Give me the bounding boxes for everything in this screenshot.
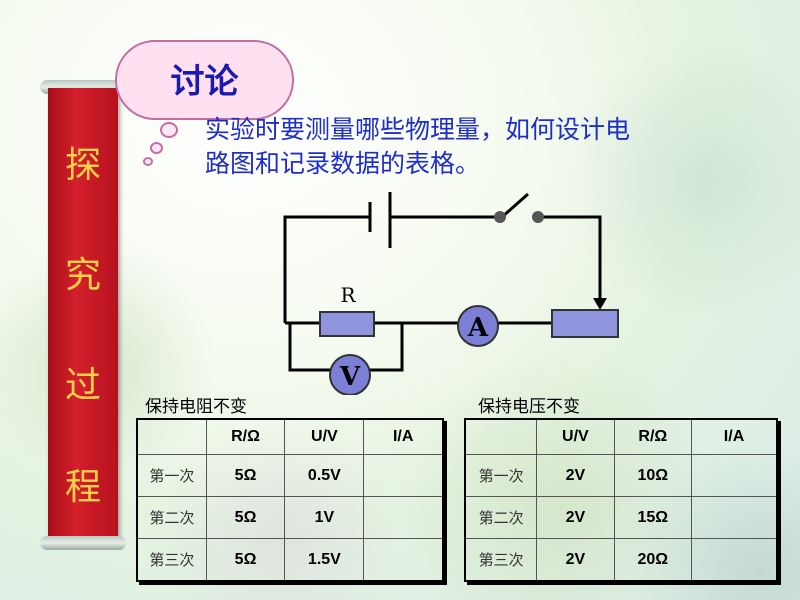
- table1-header-cell: R/Ω: [205, 418, 286, 455]
- wire-voltmeter-right: [370, 323, 404, 372]
- table-cell: 2V: [536, 454, 615, 497]
- row-label: 第一次: [136, 454, 207, 497]
- rheostat: [551, 309, 619, 338]
- voltmeter: [329, 354, 371, 395]
- table-row: 第二次 2V 15Ω: [464, 496, 778, 539]
- table2-header-cell: [464, 418, 538, 455]
- wire-right: [540, 215, 602, 290]
- scroll-banner: 探 究 过 程: [40, 80, 126, 550]
- table1-header-row: R/Ω U/V I/A: [136, 418, 444, 455]
- banner-char-2: 究: [64, 255, 101, 296]
- table-row: 第一次 2V 10Ω: [464, 454, 778, 497]
- discussion-question: 实验时要测量哪些物理量，如何设计电 路图和记录数据的表格。: [205, 113, 745, 181]
- table-row: 第二次 5Ω 1V: [136, 496, 444, 539]
- scroll-roll-bottom: [40, 536, 126, 550]
- question-line-2: 路图和记录数据的表格。: [205, 149, 481, 178]
- table-cell: [363, 538, 444, 582]
- discussion-cloud: 讨论: [115, 40, 294, 120]
- row-label: 第一次: [464, 454, 538, 497]
- table-cell: 1V: [284, 496, 365, 539]
- resistor-label: R: [340, 283, 356, 307]
- row-label: 第二次: [136, 496, 207, 539]
- table-row: 第三次 2V 20Ω: [464, 538, 778, 582]
- table-row: 第一次 5Ω 0.5V: [136, 454, 444, 497]
- table2-header-cell: I/A: [691, 418, 778, 455]
- circuit-diagram: R A V: [283, 192, 619, 395]
- table-cell: 2V: [536, 538, 615, 582]
- question-line-1: 实验时要测量哪些物理量，如何设计电: [205, 115, 631, 144]
- banner-char-1: 探: [64, 145, 101, 186]
- battery-symbol: [368, 192, 392, 248]
- table-row: 第三次 5Ω 1.5V: [136, 538, 444, 582]
- table2-header-row: U/V R/Ω I/A: [464, 418, 778, 455]
- table-cell: 5Ω: [205, 538, 286, 582]
- ammeter-label: A: [467, 313, 489, 343]
- rheostat-slider: [593, 290, 607, 310]
- table-constant-voltage: U/V R/Ω I/A 第一次 2V 10Ω 第二次 2V 15Ω 第三次 2V…: [464, 418, 778, 582]
- table1-header-cell: [136, 418, 207, 455]
- table2-caption: 保持电压不变: [478, 397, 580, 416]
- voltmeter-label: V: [339, 362, 361, 392]
- banner-char-3: 过: [64, 365, 101, 406]
- table-cell: 2V: [536, 496, 615, 539]
- ammeter: [457, 305, 499, 347]
- table-cell: [363, 496, 444, 539]
- discussion-title: 讨论: [170, 62, 239, 102]
- table-cell: 10Ω: [613, 454, 693, 497]
- row-label: 第三次: [136, 538, 207, 582]
- table-cell: 20Ω: [613, 538, 693, 582]
- table1-header-cell: U/V: [284, 418, 365, 455]
- wire-voltmeter-left: [288, 323, 330, 372]
- table-cell: 0.5V: [284, 454, 365, 497]
- table2-header-cell: U/V: [536, 418, 615, 455]
- table-cell: [691, 496, 778, 539]
- banner-char-4: 程: [64, 467, 101, 508]
- table-cell: [691, 538, 778, 582]
- table-cell: 1.5V: [284, 538, 365, 582]
- row-label: 第二次: [464, 496, 538, 539]
- table-cell: [691, 454, 778, 497]
- banner-body: 探 究 过 程: [48, 88, 118, 542]
- table-cell: 5Ω: [205, 454, 286, 497]
- wire-left-top: [283, 215, 370, 323]
- thought-bubble-large: [160, 122, 178, 138]
- resistor: [319, 311, 375, 337]
- table-cell: [363, 454, 444, 497]
- table-cell: 5Ω: [205, 496, 286, 539]
- row-label: 第三次: [464, 538, 538, 582]
- switch-symbol: [494, 192, 544, 223]
- table1-caption: 保持电阻不变: [145, 397, 247, 416]
- table-constant-resistance: R/Ω U/V I/A 第一次 5Ω 0.5V 第二次 5Ω 1V 第三次 5Ω…: [136, 418, 444, 582]
- table-cell: 15Ω: [613, 496, 693, 539]
- thought-bubble-small: [143, 157, 153, 166]
- table2-header-cell: R/Ω: [613, 418, 693, 455]
- table1-header-cell: I/A: [363, 418, 444, 455]
- thought-bubble-medium: [150, 142, 163, 154]
